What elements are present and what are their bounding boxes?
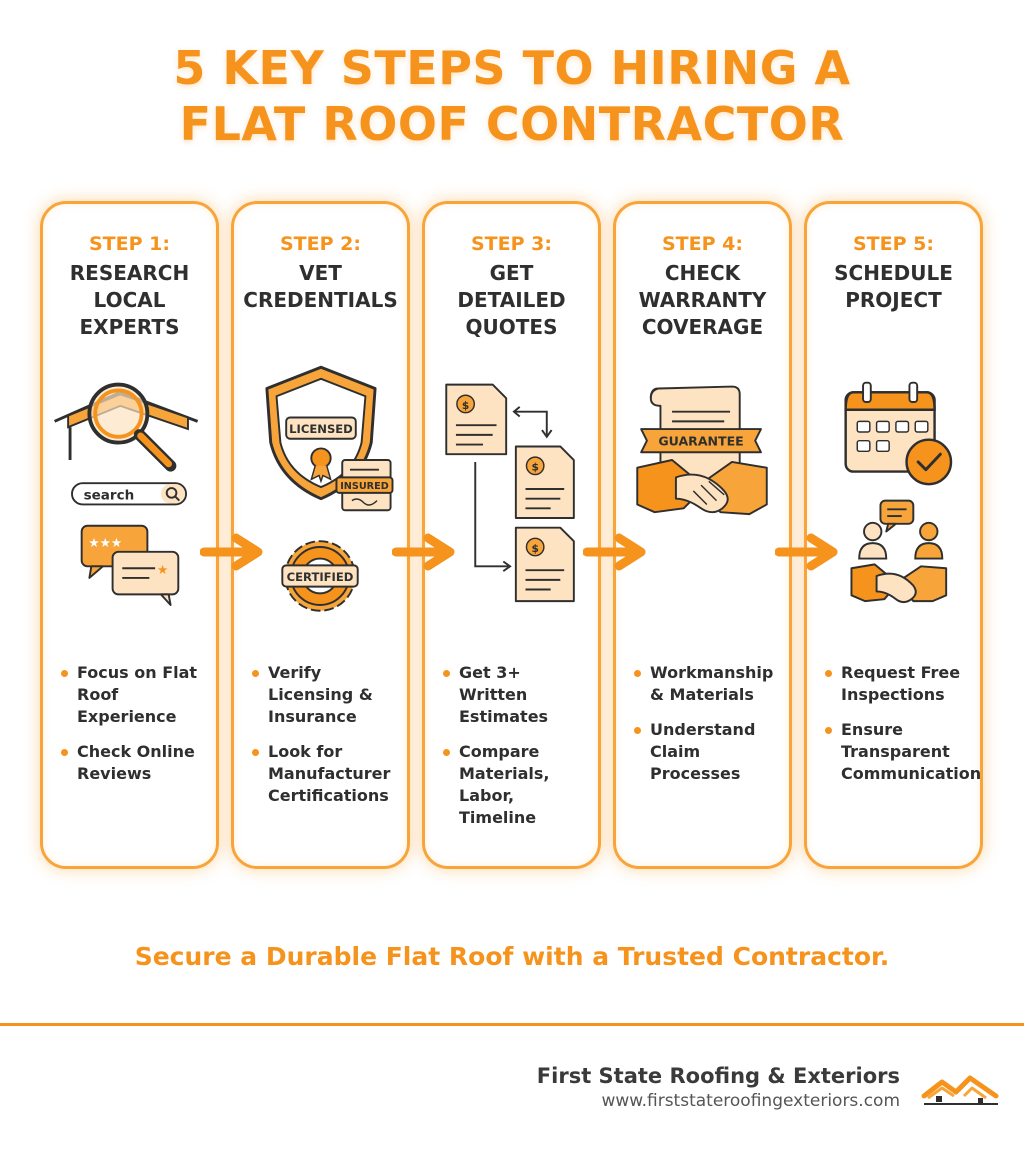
svg-text:$: $ — [462, 399, 469, 412]
compare-arrows-icon — [474, 406, 553, 572]
step-card-4: STEP 4: CHECK WARRANTY COVERAGE GUARANTE… — [613, 201, 792, 869]
badge-insured: INSURED — [340, 481, 389, 492]
step-title: CHECK WARRANTY COVERAGE — [616, 260, 789, 341]
footer-company-name: First State Roofing & Exteriors — [536, 1064, 900, 1088]
step-label: STEP 4: — [662, 233, 743, 255]
badge-licensed: LICENSED — [289, 422, 353, 436]
handshake-icon — [850, 563, 948, 604]
step-card-2: STEP 2: VET CREDENTIALS LICENSED INSURED… — [231, 201, 410, 869]
list-item: Ensure Transparent Communication — [825, 719, 981, 785]
step-card-5: STEP 5: SCHEDULE PROJECT — [804, 201, 983, 869]
roof-magnifier-icon — [54, 382, 199, 472]
arrow-right-icon — [583, 533, 646, 571]
step-bullets: Workmanship & Materials Understand Claim… — [634, 662, 785, 798]
list-item: Look for Manufacturer Certifications — [252, 741, 403, 807]
company-logo-icon — [921, 1075, 999, 1105]
step-label: STEP 5: — [853, 233, 934, 255]
svg-text:★★★: ★★★ — [88, 535, 122, 550]
list-item: Verify Licensing & Insurance — [252, 662, 403, 728]
step-card-1: STEP 1: RESEARCH LOCAL EXPERTS search ★★… — [40, 201, 219, 869]
step-3-illustration: $ $ $ — [445, 383, 575, 603]
arrow-right-icon — [775, 533, 838, 571]
list-item: Request Free Inspections — [825, 662, 976, 706]
calendar-check-icon — [844, 381, 953, 486]
title-line-2: FLAT ROOF CONTRACTOR — [179, 97, 845, 151]
step-title-line: COVERAGE — [641, 315, 764, 339]
review-bubbles-icon: ★★★ ★ — [80, 524, 180, 606]
step-title-line: CREDENTIALS — [243, 288, 398, 312]
step-title-line: PROJECT — [845, 288, 942, 312]
tagline: Secure a Durable Flat Roof with a Truste… — [134, 942, 890, 971]
step-title: VET CREDENTIALS — [234, 260, 407, 314]
arrow-right-icon — [392, 533, 455, 571]
step-bullets: Request Free Inspections Ensure Transpar… — [825, 662, 981, 798]
handshake-icon — [636, 459, 768, 516]
step-4-illustration: GUARANTEE — [636, 385, 768, 516]
step-title-line: LOCAL — [93, 288, 166, 312]
step-title-line: QUOTES — [465, 315, 558, 339]
step-title-line: GET — [489, 261, 534, 285]
step-title-line: EXPERTS — [79, 315, 180, 339]
list-item: Compare Materials, Labor, Timeline — [443, 741, 594, 829]
list-item: Understand Claim Processes — [634, 719, 785, 785]
step-title-line: SCHEDULE — [834, 261, 953, 285]
list-item: Focus on Flat Roof Experience — [61, 662, 212, 728]
step-label: STEP 2: — [280, 233, 361, 255]
step-1-illustration: search ★★★ ★ — [54, 382, 199, 606]
step-bullets: Get 3+ Written Estimates Compare Materia… — [443, 662, 594, 842]
step-title-line: RESEARCH — [69, 261, 190, 285]
badge-certified: CERTIFIED — [287, 570, 354, 584]
quote-documents-icon: $ $ $ — [445, 383, 575, 603]
team-meeting-icon — [858, 499, 944, 560]
step-title: GET DETAILED QUOTES — [425, 260, 598, 341]
title-line-1: 5 KEY STEPS TO HIRING A — [173, 41, 851, 95]
svg-text:$: $ — [531, 461, 538, 474]
step-card-3: STEP 3: GET DETAILED QUOTES $ $ — [422, 201, 601, 869]
step-title-line: CHECK — [664, 261, 741, 285]
step-2-illustration: LICENSED INSURED CERTIFIED — [265, 365, 394, 612]
list-item: Workmanship & Materials — [634, 662, 785, 706]
footer-divider — [0, 1023, 1024, 1026]
step-5-illustration — [844, 381, 953, 604]
step-title-line: WARRANTY — [638, 288, 767, 312]
step-title: RESEARCH LOCAL EXPERTS — [43, 260, 216, 341]
certified-gear-icon: CERTIFIED — [281, 540, 359, 612]
svg-text:★: ★ — [157, 562, 168, 577]
banner-guarantee: GUARANTEE — [658, 434, 743, 449]
page-title: 5 KEY STEPS TO HIRING A FLAT ROOF CONTRA… — [0, 40, 1024, 152]
insured-document-icon: INSURED — [335, 459, 394, 512]
search-text: search — [84, 488, 135, 504]
svg-text:$: $ — [531, 542, 538, 555]
search-bar-icon: search — [71, 482, 188, 506]
step-bullets: Verify Licensing & Insurance Look for Ma… — [252, 662, 403, 820]
step-title-line: VET — [299, 261, 342, 285]
step-label: STEP 1: — [89, 233, 170, 255]
step-title-line: DETAILED — [457, 288, 566, 312]
list-item: Get 3+ Written Estimates — [443, 662, 594, 728]
arrow-right-icon — [200, 533, 263, 571]
step-title: SCHEDULE PROJECT — [807, 260, 980, 314]
list-item: Check Online Reviews — [61, 741, 212, 785]
step-bullets: Focus on Flat Roof Experience Check Onli… — [61, 662, 212, 798]
step-label: STEP 3: — [471, 233, 552, 255]
footer-website-link[interactable]: www.firststateroofingexteriors.com — [601, 1091, 900, 1111]
